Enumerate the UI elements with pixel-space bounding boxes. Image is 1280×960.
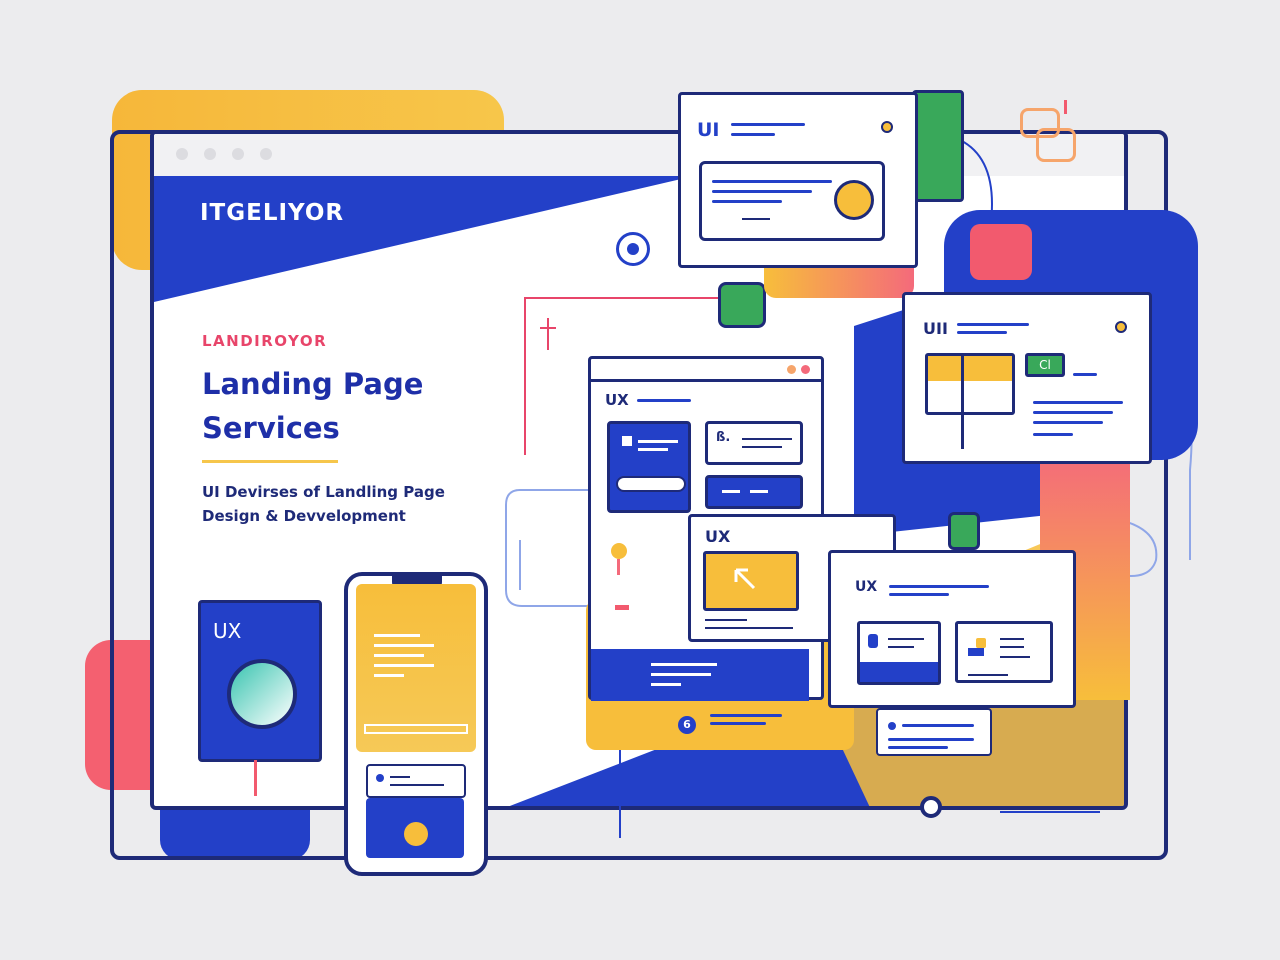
cl-button[interactable]: Cl [1025, 353, 1065, 377]
hero-eyebrow: LANDIROYOR [202, 332, 328, 350]
window-dot-icon [801, 365, 810, 374]
compass-icon [227, 659, 297, 729]
ux-blue-tile[interactable] [607, 421, 691, 513]
ux-mobile-label: UX [213, 619, 242, 643]
settings-dot-icon [881, 121, 893, 133]
ux-wide-label: UX [855, 579, 878, 595]
stats-tile[interactable] [955, 621, 1053, 683]
code-snippet-box[interactable]: ß. [705, 421, 803, 465]
ux-mobile-tile[interactable]: UX [198, 600, 322, 762]
phone-hero [356, 584, 476, 752]
pin-icon [1115, 321, 1127, 333]
cl-button-label: Cl [1039, 358, 1051, 372]
ux-blue-button[interactable] [705, 475, 803, 509]
ux-wide-card[interactable]: UX [828, 550, 1076, 708]
chat-outline-icon [1020, 100, 1076, 162]
search-icon[interactable] [834, 180, 874, 220]
brand-logo[interactable]: ITGELIYOR [200, 200, 345, 226]
ux-browser-label: UX [605, 391, 629, 409]
slider-knob[interactable] [920, 796, 942, 818]
window-dot-icon [787, 365, 796, 374]
hero-title-line1: Landing Page [202, 367, 424, 401]
mini-note-card[interactable] [876, 708, 992, 756]
number-badge-label: 6 [683, 718, 691, 731]
number-badge[interactable]: 6 [678, 716, 696, 734]
cursor-card[interactable] [703, 551, 799, 611]
hero-subtitle-line1: UI Devirses of Landling Page [202, 483, 445, 501]
user-icon [868, 634, 878, 648]
window-dot-icon [260, 148, 272, 160]
lightbulb-icon [611, 543, 627, 559]
chart-thumbnail [925, 353, 1015, 415]
window-dot-icon [204, 148, 216, 160]
eye-icon[interactable] [616, 232, 650, 266]
green-tab-top [912, 90, 964, 202]
ux-tile-input[interactable] [616, 476, 686, 492]
ui-card-right-label: UII [923, 319, 948, 338]
green-badge-small [948, 512, 980, 550]
window-dot-icon [232, 148, 244, 160]
coins-icon [976, 638, 986, 648]
phone-blue-card[interactable] [366, 798, 464, 858]
ux-popup-label: UX [705, 527, 731, 546]
hero-title-line2: Services [202, 411, 340, 445]
coral-square [970, 224, 1032, 280]
hero-subtitle-line2: Design & Devvelopment [202, 507, 406, 525]
ui-card-right[interactable]: UII Cl [902, 292, 1152, 464]
ui-card-top-label: UI [697, 119, 720, 141]
phone-mockup[interactable] [344, 572, 488, 876]
hero-title: Landing Page Services [202, 362, 423, 450]
play-button[interactable] [404, 822, 428, 846]
green-square-mid[interactable] [718, 282, 766, 328]
title-underline [202, 460, 338, 463]
cursor-arrow-icon [734, 568, 756, 590]
ux-footer-blue [591, 649, 809, 701]
window-dot-icon [176, 148, 188, 160]
profile-tile[interactable] [857, 621, 941, 685]
ui-card-top[interactable]: UI [678, 92, 918, 268]
ui-inner-panel[interactable] [699, 161, 885, 241]
phone-list-card[interactable] [366, 764, 466, 798]
hero-subtitle: UI Devirses of Landling Page Design & De… [202, 480, 445, 528]
code-icon: ß. [716, 430, 731, 445]
